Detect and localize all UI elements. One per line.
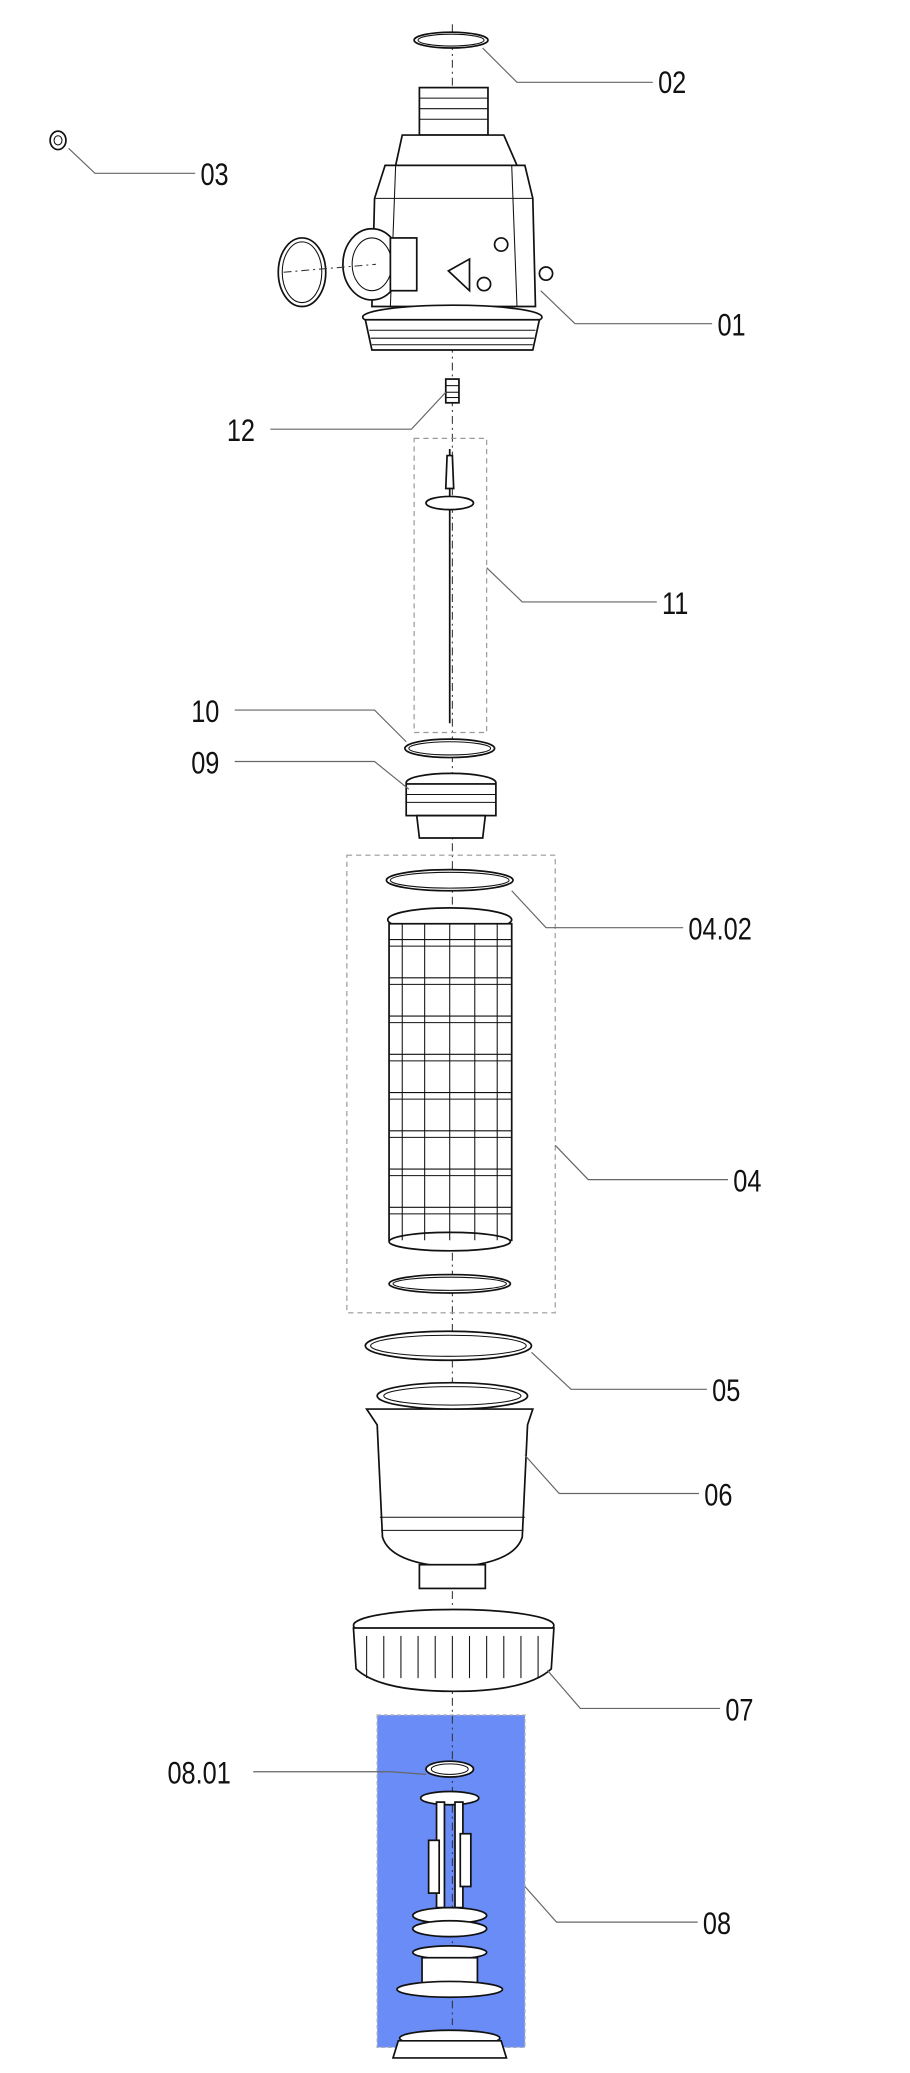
part-04-bottom-oring[interactable] [388,1273,512,1294]
label-05: 05 [712,1374,740,1409]
part-10-oring[interactable] [404,738,496,759]
part-08-0801-oring[interactable] [425,1760,475,1778]
part-09-adapter[interactable] [405,772,497,839]
part-08-bottom-cap[interactable] [391,2029,508,2059]
part-04-filter-cage[interactable] [386,907,513,1252]
part-01-side-oring[interactable] [277,237,327,308]
part-01-filter-head[interactable] [342,86,554,351]
label-10: 10 [191,694,219,729]
part-04-group-box [346,854,556,1314]
part-08-valve-assembly[interactable] [396,1790,504,1999]
label-04-02: 04.02 [688,912,751,947]
part-05-oring[interactable] [364,1330,533,1362]
label-12: 12 [227,413,255,448]
label-03: 03 [200,158,228,193]
part-06-bowl[interactable] [365,1381,535,1590]
label-04: 04 [733,1164,761,1199]
label-08-01: 08.01 [167,1756,230,1791]
label-08: 08 [703,1906,731,1941]
part-02-oring[interactable] [413,31,489,49]
label-09: 09 [191,746,219,781]
label-06: 06 [704,1478,732,1513]
part-11-group-box [413,437,488,734]
label-11: 11 [662,586,688,621]
part-03-washer[interactable] [49,130,67,151]
part-07-ring-nut[interactable] [352,1608,555,1693]
label-07: 07 [725,1693,753,1728]
label-01: 01 [717,308,745,343]
part-12-screw[interactable] [444,378,460,404]
part-11-rod[interactable] [425,448,475,724]
part-04-0402-oring[interactable] [385,868,514,892]
label-02: 02 [658,65,686,100]
